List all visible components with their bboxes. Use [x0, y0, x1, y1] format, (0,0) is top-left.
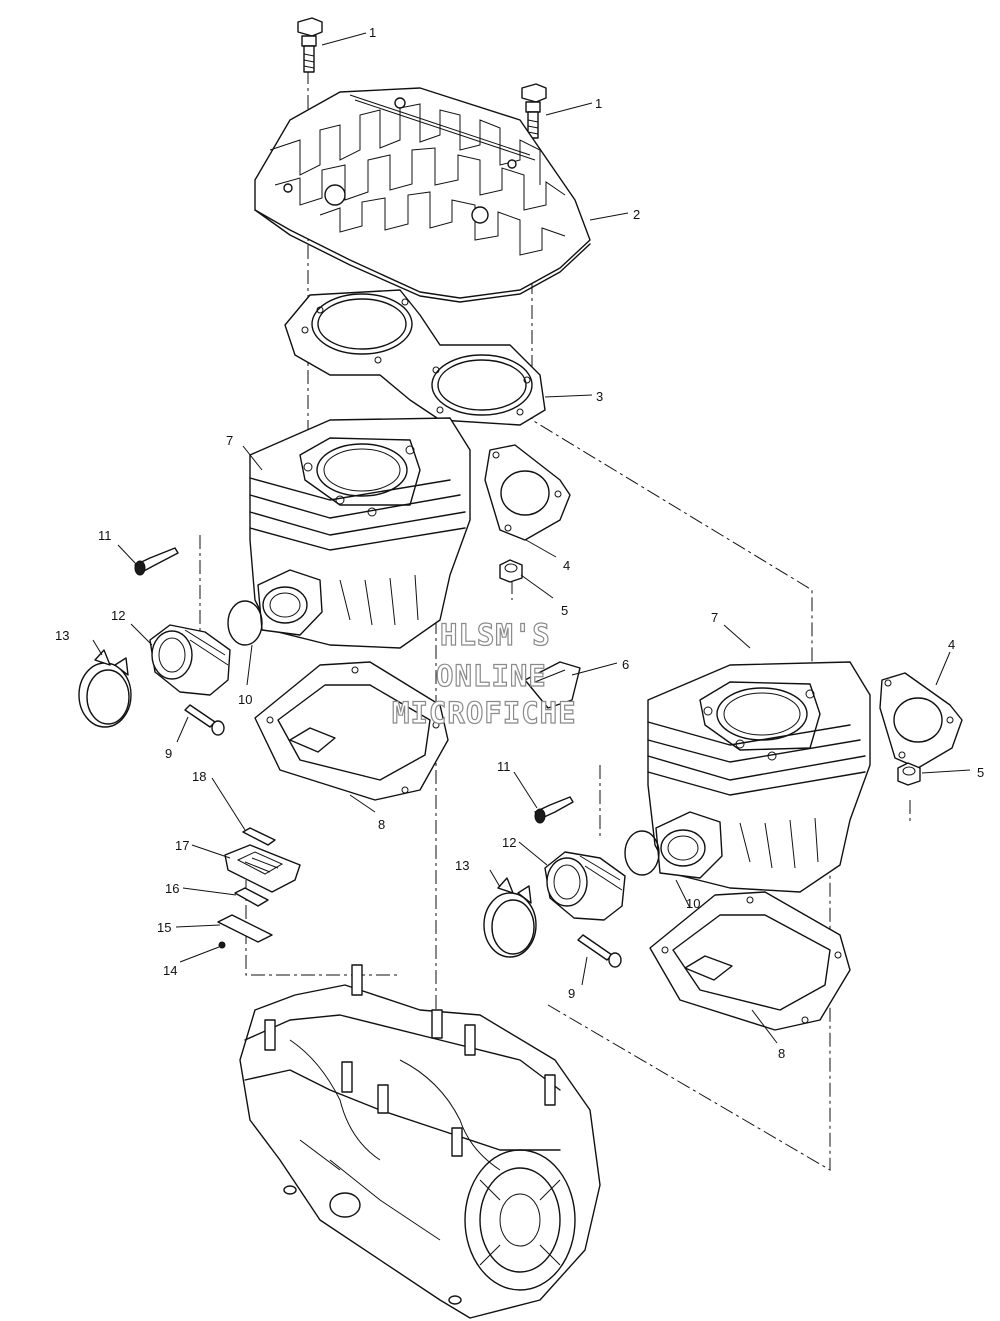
callout-12: 12 [111, 608, 125, 623]
callout-17: 17 [175, 838, 189, 853]
callouts: 1 1 2 3 7 4 11 5 12 13 10 6 9 8 7 4 5 11… [55, 25, 984, 1061]
watermark: HLSM'S ONLINE MICROFICHE [391, 617, 577, 730]
callout-3: 3 [596, 389, 603, 404]
callout-13: 13 [455, 858, 469, 873]
reed-screw[interactable] [218, 941, 226, 949]
leader-lines [92, 32, 971, 1044]
callout-8: 8 [778, 1046, 785, 1061]
callout-2: 2 [633, 207, 640, 222]
reed-cage[interactable] [224, 844, 301, 893]
callout-4: 4 [948, 637, 955, 652]
o-ring-right[interactable] [624, 830, 660, 876]
adapter-screw-right[interactable] [534, 796, 574, 824]
reed-plate[interactable] [217, 914, 273, 943]
watermark-line-2: ONLINE [436, 659, 547, 693]
callout-18: 18 [192, 769, 206, 784]
base-gasket-left[interactable] [254, 661, 449, 801]
cylinder-head[interactable] [254, 87, 591, 303]
callout-1: 1 [369, 25, 376, 40]
hose-clamp-left[interactable] [78, 649, 132, 728]
bracket[interactable] [524, 661, 581, 709]
callout-12: 12 [502, 835, 516, 850]
callout-9: 9 [165, 746, 172, 761]
hose-clamp-right[interactable] [483, 877, 537, 958]
o-ring-left[interactable] [227, 600, 263, 646]
callout-4: 4 [563, 558, 570, 573]
reed-stop[interactable] [242, 827, 276, 846]
callout-7: 7 [711, 610, 718, 625]
reed-petal[interactable] [234, 887, 269, 907]
watermark-line-3: MICROFICHE [392, 696, 577, 730]
callout-16: 16 [165, 881, 179, 896]
callout-8: 8 [378, 817, 385, 832]
intake-adapter-left[interactable] [149, 624, 231, 696]
callout-6: 6 [622, 657, 629, 672]
callout-15: 15 [157, 920, 171, 935]
watermark-line-1: HLSM'S [440, 618, 551, 652]
head-gasket[interactable] [284, 289, 546, 426]
callout-10: 10 [238, 692, 252, 707]
cylinder-right[interactable] [647, 661, 871, 893]
cylinder-left[interactable] [249, 417, 471, 649]
exhaust-gasket-right[interactable] [879, 672, 963, 769]
callout-14: 14 [163, 963, 177, 978]
callout-11: 11 [497, 759, 511, 774]
flange-nut-left[interactable] [499, 559, 523, 583]
base-gasket-right[interactable] [649, 891, 851, 1031]
head-bolt-right[interactable] [521, 83, 547, 139]
bolt-right[interactable] [577, 934, 622, 968]
callout-9: 9 [568, 986, 575, 1001]
bolt-left[interactable] [184, 704, 225, 736]
callout-5: 5 [977, 765, 984, 780]
crankcase[interactable] [239, 964, 601, 1319]
callout-13: 13 [55, 628, 69, 643]
head-bolt-left[interactable] [297, 17, 323, 73]
exhaust-gasket-left[interactable] [484, 444, 571, 541]
callout-10: 10 [686, 896, 700, 911]
intake-adapter-right[interactable] [544, 851, 626, 921]
callout-1: 1 [595, 96, 602, 111]
flange-nut-right[interactable] [897, 762, 921, 786]
callout-5: 5 [561, 603, 568, 618]
callout-11: 11 [98, 528, 112, 543]
adapter-screw-left[interactable] [134, 547, 179, 576]
callout-7: 7 [226, 433, 233, 448]
